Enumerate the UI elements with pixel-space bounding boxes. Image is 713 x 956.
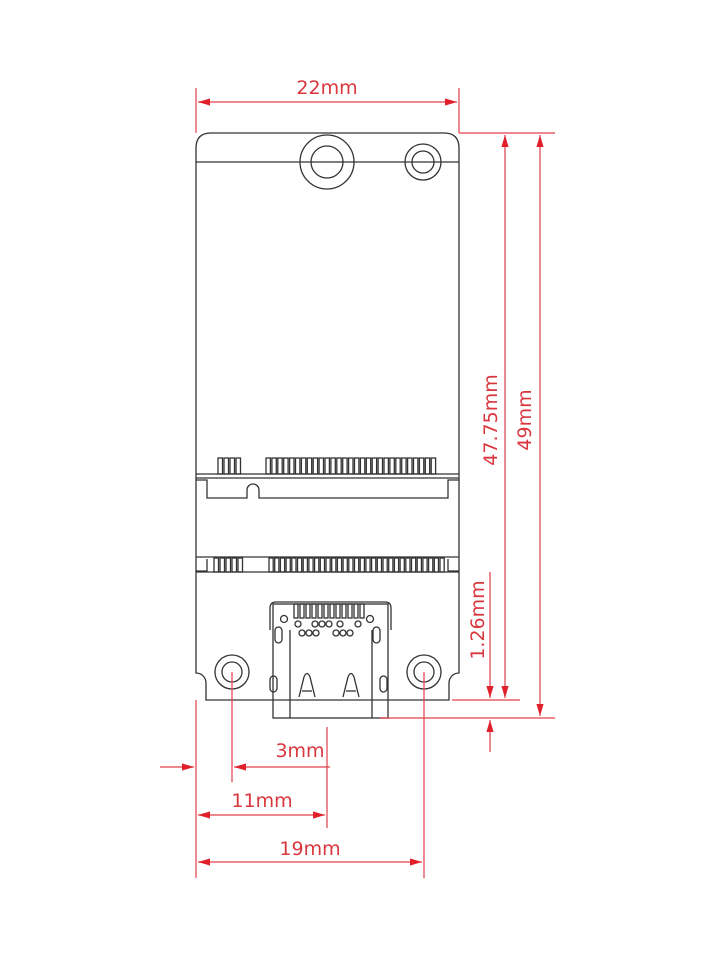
dimension-connector-offset: 1.26mm <box>467 572 494 752</box>
svg-text:3mm: 3mm <box>275 740 324 762</box>
top-mounting-hole-large <box>299 134 355 190</box>
top-mounting-hole-small <box>404 143 442 181</box>
dimension-bottom: 3mm 11mm 19mm <box>160 672 425 878</box>
dimension-height-connector: 47.75mm <box>452 132 555 701</box>
svg-text:19mm: 19mm <box>279 838 340 860</box>
svg-text:11mm: 11mm <box>231 790 292 812</box>
dimension-width: 22mm <box>195 77 460 133</box>
svg-text:1.26mm: 1.26mm <box>467 580 489 659</box>
svg-text:22mm: 22mm <box>296 77 357 99</box>
svg-text:47.75mm: 47.75mm <box>480 374 502 465</box>
dimension-total-height: 49mm <box>380 135 555 719</box>
mini-pcie-edge-connector-bottom <box>196 556 459 573</box>
svg-text:49mm: 49mm <box>514 389 536 450</box>
usb-c-connector <box>269 601 392 719</box>
board-outline <box>195 132 460 701</box>
mini-pcie-edge-connector-top <box>196 457 459 499</box>
